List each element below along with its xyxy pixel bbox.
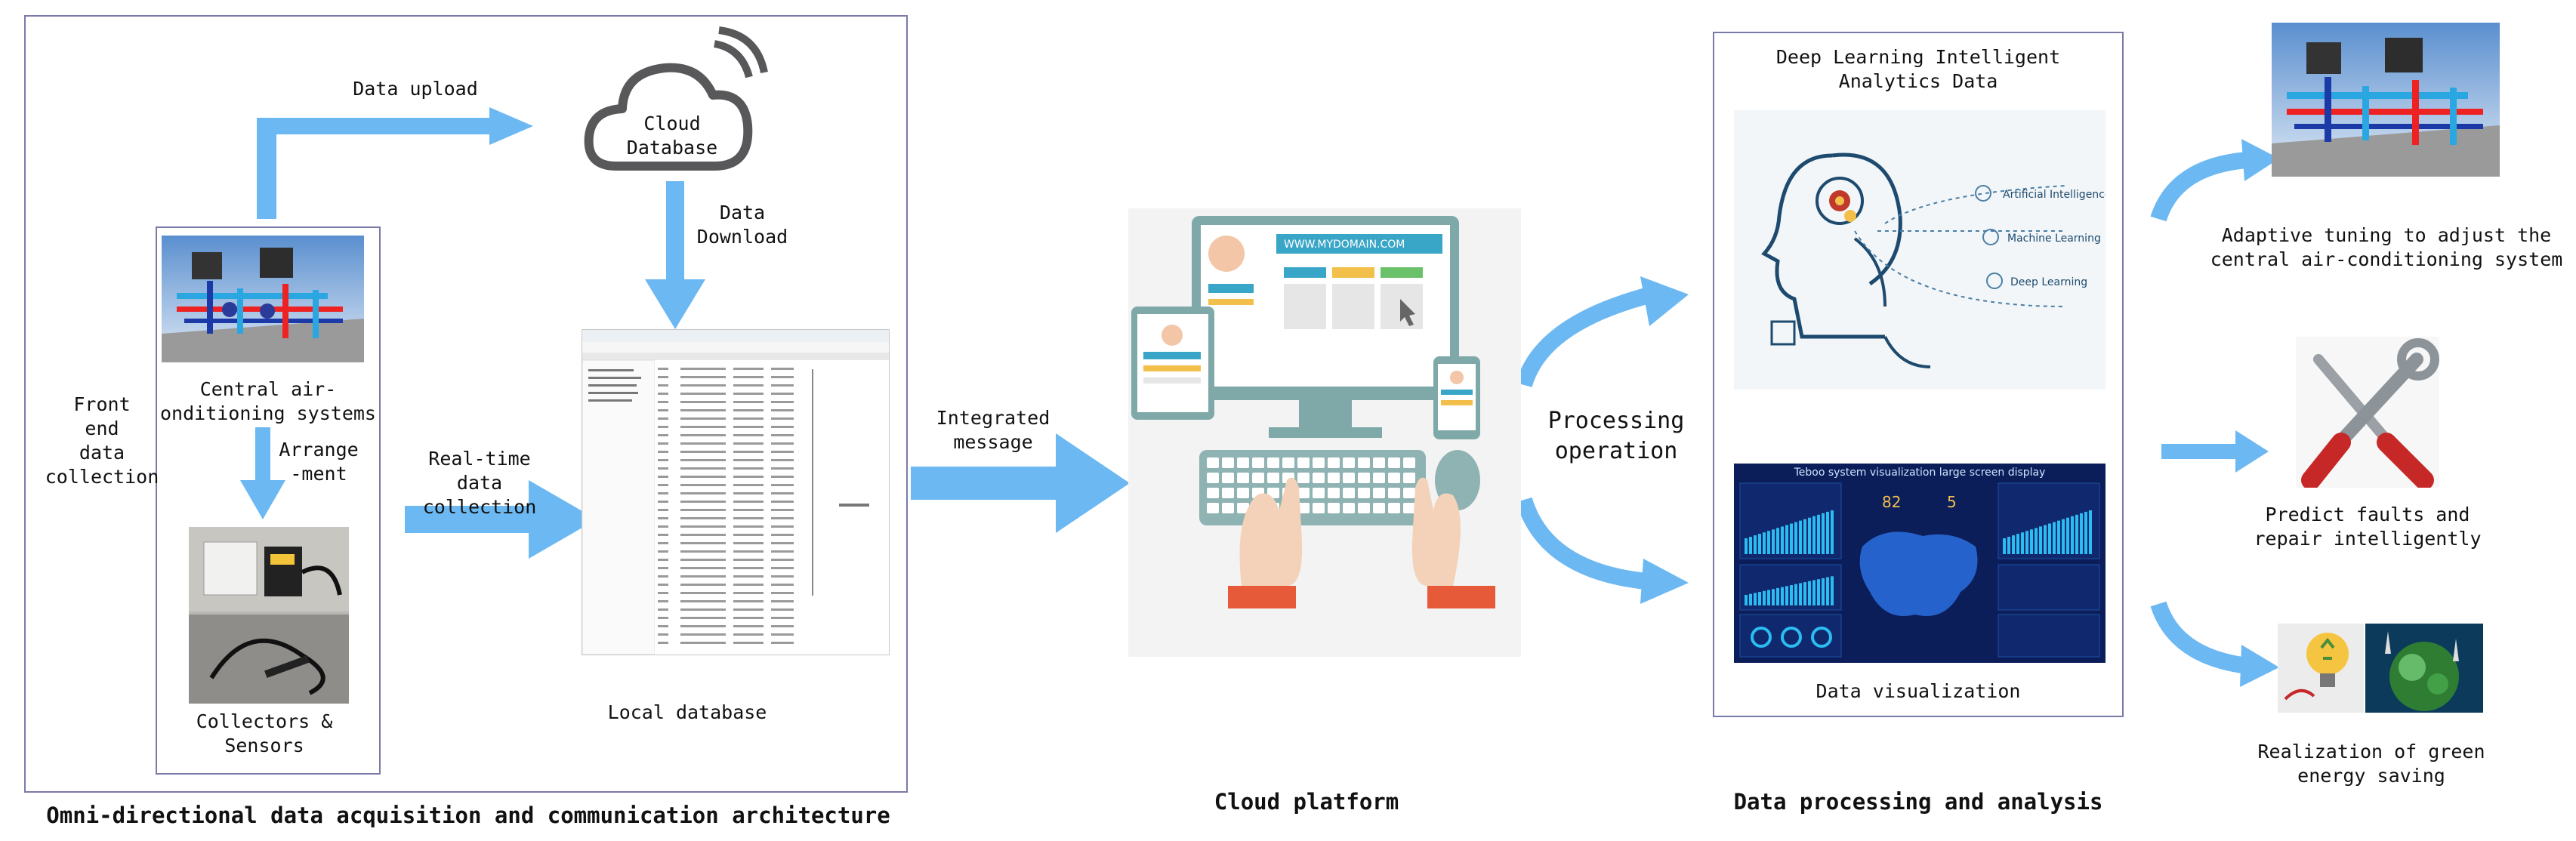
collectors-label: Collectors & Sensors bbox=[196, 710, 333, 756]
adaptive-label: Adaptive tuning to adjust the central ai… bbox=[2210, 224, 2563, 270]
predict-label: Predict faults and repair intelligently bbox=[2254, 504, 2482, 550]
local-db-label: Local database bbox=[607, 701, 767, 723]
dashboard-title: Teboo system visualization large screen … bbox=[1794, 467, 2046, 479]
processing-down-curve bbox=[1516, 497, 1648, 590]
hvac-image bbox=[162, 236, 364, 362]
arrangement-arrow bbox=[240, 427, 285, 519]
integrated-arrow bbox=[911, 433, 1130, 533]
wrench-screwdriver-icon bbox=[2296, 337, 2439, 488]
data-download-label: Data Download bbox=[696, 202, 788, 248]
cloud-database-label: Cloud Database bbox=[626, 112, 718, 159]
processing-op-label: Processing operation bbox=[1547, 408, 1685, 464]
integrated-label: Integrated message bbox=[936, 407, 1050, 453]
front-end-label: Front end data collection bbox=[45, 393, 159, 488]
central-ac-label: Central air- onditioning systems bbox=[160, 378, 376, 424]
dashboard-image: Teboo system visualization large screen … bbox=[1734, 464, 2106, 663]
sensors-image bbox=[189, 527, 349, 704]
realtime-label: Real-time data collection bbox=[422, 448, 537, 518]
ml-item-label: Machine Learning bbox=[2007, 233, 2101, 245]
realtime-arrow bbox=[405, 480, 597, 559]
cloud-caption: Cloud platform bbox=[1214, 789, 1399, 815]
acquisition-frame bbox=[24, 15, 908, 793]
url-text: WWW.MYDOMAIN.COM bbox=[1284, 239, 1405, 251]
devices-frame bbox=[156, 226, 381, 775]
processing-up-curve bbox=[1516, 288, 1649, 388]
arrangement-label: Arrange -ment bbox=[279, 439, 359, 485]
bulb-recycle-image bbox=[2278, 624, 2364, 713]
cloud-icon bbox=[584, 26, 768, 171]
data-download-arrow bbox=[645, 181, 705, 329]
dash-number-1: 82 bbox=[1882, 493, 1901, 511]
green-curve bbox=[2150, 601, 2249, 674]
green-label: Realization of green energy saving bbox=[2257, 741, 2485, 787]
dash-number-2: 5 bbox=[1947, 493, 1957, 511]
processing-frame bbox=[1713, 32, 2124, 717]
hvac-result-image bbox=[2272, 23, 2500, 177]
ai-item-label: Artificial Intelligence bbox=[2003, 189, 2106, 201]
computer-illustration: WWW.MYDOMAIN.COM bbox=[1128, 208, 1521, 657]
dl-item-label: Deep Learning bbox=[2010, 276, 2087, 288]
data-vis-label: Data visualization bbox=[1816, 680, 2021, 702]
local-db-screenshot bbox=[582, 329, 890, 655]
ai-illustration: Artificial Intelligence Machine Learning… bbox=[1734, 110, 2106, 390]
processing-caption: Data processing and analysis bbox=[1733, 789, 2103, 815]
green-planet-image bbox=[2365, 624, 2483, 713]
data-upload-arrow bbox=[257, 107, 533, 219]
predict-arrow bbox=[2161, 430, 2269, 473]
deep-learning-label: Deep Learning Intelligent Analytics Data bbox=[1775, 46, 2061, 92]
data-upload-label: Data upload bbox=[353, 78, 478, 100]
adaptive-curve bbox=[2150, 152, 2249, 222]
acquisition-caption: Omni-directional data acquisition and co… bbox=[46, 802, 890, 828]
